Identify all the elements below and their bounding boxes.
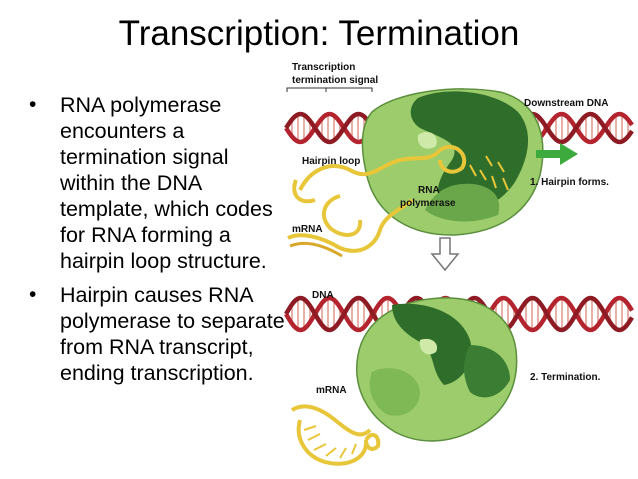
rna-polymerase-label-line2: polymerase — [400, 198, 456, 209]
bullet-item: • Hairpin causes RNA polymerase to separa… — [24, 282, 286, 386]
bullet-text: Hairpin causes RNA polymerase to separat… — [60, 283, 285, 385]
dna-bottom-label: DNA — [312, 290, 334, 301]
bullet-item: • RNA polymerase encounters a termination… — [24, 92, 286, 274]
signal-label-line1: Transcription — [292, 62, 355, 73]
signal-label-line2: termination signal — [292, 75, 378, 86]
bullet-icon: • — [29, 93, 37, 116]
down-arrow-icon — [430, 237, 460, 272]
rna-polymerase-label-line1: RNA — [418, 185, 440, 196]
rna-polymerase-bottom — [356, 297, 518, 442]
direction-arrow — [536, 143, 578, 165]
mrna-bottom — [290, 404, 381, 466]
bullet-icon: • — [29, 283, 37, 306]
mrna-bottom-label: mRNA — [316, 385, 347, 396]
mrna-top-label: mRNA — [292, 224, 323, 235]
hairpin-forms-label: 1. Hairpin forms. — [530, 177, 609, 188]
bullet-text: RNA polymerase encounters a termination … — [60, 93, 273, 273]
signal-bracket — [286, 87, 373, 92]
hairpin-loop-mrna-top — [287, 144, 509, 258]
termination-label: 2. Termination. — [530, 372, 601, 383]
hairpin-loop-label: Hairpin loop — [302, 156, 360, 167]
slide-title: Transcription: Termination — [118, 14, 520, 53]
bullet-list: • RNA polymerase encounters a termination… — [24, 92, 286, 394]
downstream-dna-label: Downstream DNA — [524, 98, 608, 109]
rna-polymerase-top — [361, 88, 544, 236]
